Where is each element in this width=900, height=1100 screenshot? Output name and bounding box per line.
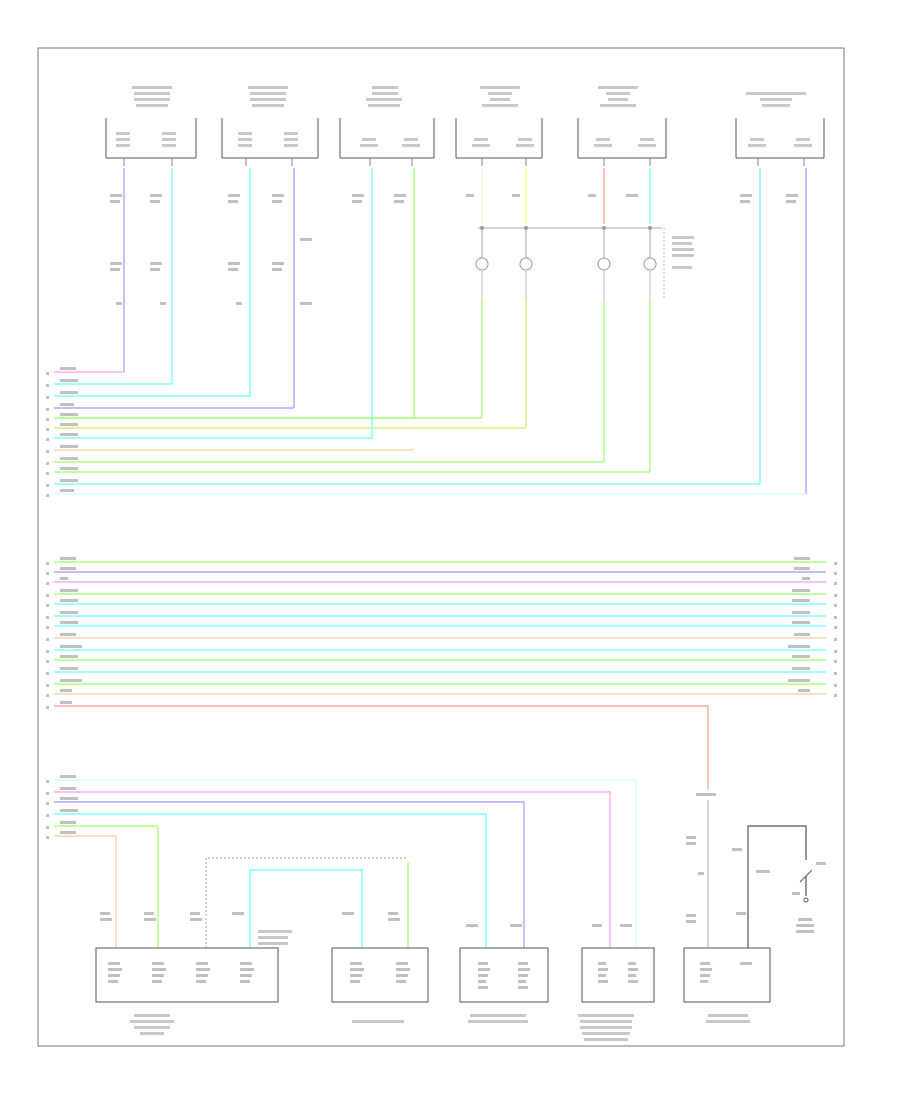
component-bracket-1 — [105, 118, 197, 159]
component-bracket-3 — [339, 118, 435, 159]
upper-bus-labels — [46, 367, 78, 497]
bottom-component-titles — [130, 930, 750, 1041]
component-bracket-4 — [455, 118, 543, 159]
bottom-components — [95, 947, 771, 1003]
top-components — [105, 118, 825, 159]
component-box-1 — [95, 947, 279, 1003]
component-bracket-2 — [221, 118, 319, 159]
top-component-labels — [116, 86, 812, 147]
top-vertical-wires — [123, 168, 807, 494]
relay-area — [686, 800, 826, 948]
lower-harness-labels — [46, 775, 716, 927]
connector-circle-1 — [475, 257, 489, 271]
lower-harness — [54, 779, 637, 948]
component-box-5 — [683, 947, 771, 1003]
component-bracket-6 — [735, 118, 825, 159]
splice-block — [475, 226, 694, 300]
top-pin-ticks — [123, 158, 805, 166]
diagram-frame — [37, 47, 845, 1047]
middle-harness-labels — [46, 557, 837, 709]
component-box-3 — [459, 947, 549, 1003]
component-box-2 — [331, 947, 429, 1003]
component-box-4 — [581, 947, 655, 1003]
top-wire-labels — [110, 194, 798, 305]
component-bracket-5 — [577, 118, 667, 159]
connector-circle-3 — [597, 257, 611, 271]
bottom-component-pin-labels — [108, 962, 752, 989]
upper-bus — [54, 371, 806, 495]
middle-harness — [54, 561, 826, 790]
connector-circle-4 — [643, 257, 657, 271]
splice-lower-wires — [481, 300, 651, 472]
connector-circle-2 — [519, 257, 533, 271]
